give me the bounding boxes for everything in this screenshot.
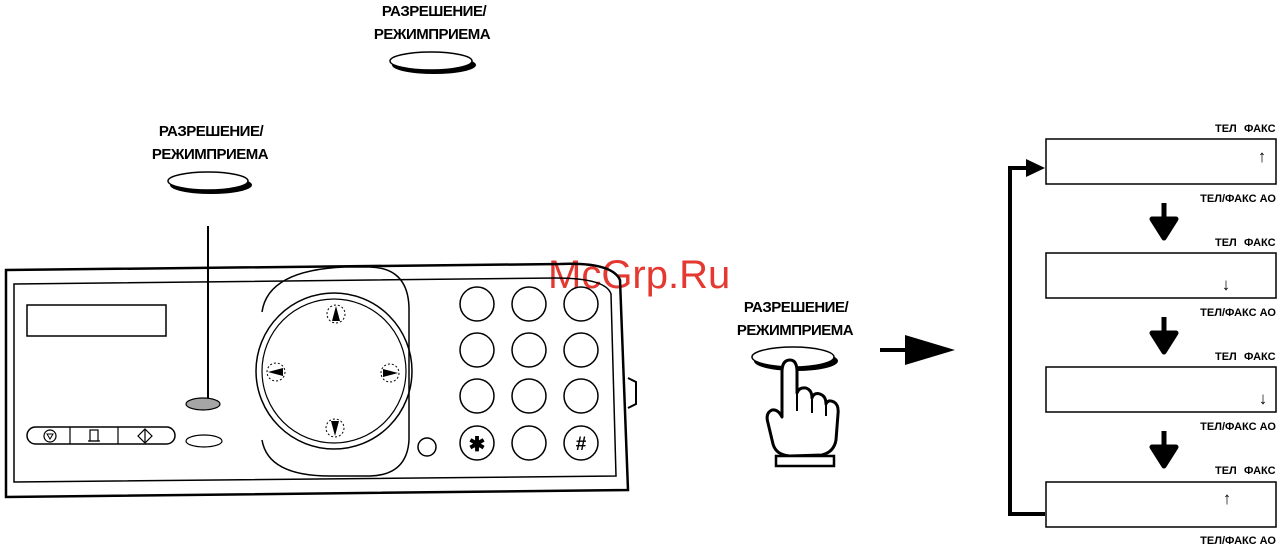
keypad-key[interactable] [460, 287, 494, 321]
keypad-key[interactable] [460, 379, 494, 413]
lcd-screen [1046, 482, 1276, 527]
keypad-key[interactable] [564, 379, 598, 413]
keypad-key[interactable] [512, 287, 546, 321]
keypad-key[interactable] [460, 333, 494, 367]
arrow-down-icon [1152, 431, 1176, 466]
screen-top-label-tel: ТЕЛ [1215, 465, 1237, 477]
button-reference-top: РАЗРЕШЕНИЕ/ РЕЖИМПРИЕМА [374, 3, 491, 74]
button-label-line2: РЕЖИМПРИЕМА [737, 322, 854, 339]
reception-mode-button-highlighted[interactable] [186, 398, 220, 410]
mode-arrow-down-icon: ↓ [1222, 275, 1231, 294]
small-round-button[interactable] [418, 438, 436, 456]
screen-top-label-tel: ТЕЛ [1215, 351, 1237, 363]
screen-top-label-fax: ФАКС [1244, 123, 1276, 135]
arrow-down-icon [1152, 203, 1176, 238]
button-label-line1: РАЗРЕШЕНИЕ/ [744, 299, 850, 316]
arrow-right-icon [1026, 159, 1045, 177]
screen-bottom-label: ТЕЛ/ФАКС АО [1200, 307, 1276, 319]
hand-pointer-icon [767, 360, 838, 466]
button-label-line1: РАЗРЕШЕНИЕ/ [382, 3, 488, 20]
screen-state-3: ТЕЛ ФАКС ↓ ТЕЛ/ФАКС АО [1046, 351, 1276, 433]
button-label-line2: РЕЖИМПРИЕМА [152, 146, 269, 163]
arrow-down-icon [331, 421, 339, 436]
mode-arrow-up-icon: ↑ [1258, 147, 1267, 166]
press-button-callout: РАЗРЕШЕНИЕ/ РЕЖИМПРИЕМА [737, 299, 854, 466]
side-tab [628, 378, 636, 408]
lcd-screen [1046, 139, 1276, 184]
lcd-display [27, 305, 166, 336]
screen-top-label-fax: ФАКС [1244, 351, 1276, 363]
arrow-up-icon [332, 306, 340, 321]
arrow-down-icon [1152, 317, 1176, 352]
hash-symbol: # [576, 434, 587, 455]
screen-top-label-tel: ТЕЛ [1215, 123, 1237, 135]
dial-up-arrow[interactable] [327, 305, 345, 323]
screen-state-4: ТЕЛ ФАКС ↑ ТЕЛ/ФАКС АО [1046, 465, 1276, 547]
keypad-key[interactable] [564, 333, 598, 367]
screen-top-label-tel: ТЕЛ [1215, 237, 1237, 249]
lcd-screen [1046, 253, 1276, 298]
arrow-left-icon [268, 368, 283, 376]
button-label-line2: РЕЖИМПРИЕМА [374, 26, 491, 43]
dial-right-arrow[interactable] [381, 364, 399, 382]
reception-mode-button[interactable] [168, 172, 248, 190]
screen-top-label-fax: ФАКС [1244, 465, 1276, 477]
keypad-key[interactable] [512, 379, 546, 413]
screen-top-label-fax: ФАКС [1244, 237, 1276, 249]
keypad-key[interactable] [564, 287, 598, 321]
screen-state-1: ТЕЛ ФАКС ↑ ТЕЛ/ФАКС АО [1046, 123, 1276, 205]
arrow-right-icon [905, 335, 955, 365]
star-symbol: ✱ [469, 434, 486, 456]
button-callout-left: РАЗРЕШЕНИЕ/ РЕЖИМПРИЕМА [152, 123, 269, 402]
keypad-key[interactable] [512, 426, 546, 460]
reception-mode-button[interactable] [390, 52, 472, 70]
cycle-bracket [1010, 159, 1045, 514]
hand-cuff [776, 456, 834, 466]
dial-housing-bottom [262, 312, 409, 476]
small-oval-button[interactable] [186, 435, 222, 447]
screen-state-2: ТЕЛ ФАКС ↓ ТЕЛ/ФАКС АО [1046, 237, 1276, 319]
dial-down-arrow[interactable] [326, 419, 344, 437]
result-arrow [880, 335, 955, 365]
keypad: ✱ # [460, 287, 598, 460]
mode-arrow-down-icon: ↓ [1259, 389, 1268, 408]
mode-arrow-up-icon: ↑ [1223, 489, 1232, 508]
arrow-right-icon [383, 369, 398, 377]
screen-bottom-label: ТЕЛ/ФАКС АО [1200, 193, 1276, 205]
screen-bottom-label: ТЕЛ/ФАКС АО [1200, 421, 1276, 433]
button-label-line1: РАЗРЕШЕНИЕ/ [159, 123, 265, 140]
dial-left-arrow[interactable] [267, 363, 285, 381]
lcd-screen [1046, 367, 1276, 412]
fax-control-panel: ✱ # [6, 264, 636, 497]
keypad-key[interactable] [512, 333, 546, 367]
screen-bottom-label: ТЕЛ/ФАКС АО [1200, 535, 1276, 547]
